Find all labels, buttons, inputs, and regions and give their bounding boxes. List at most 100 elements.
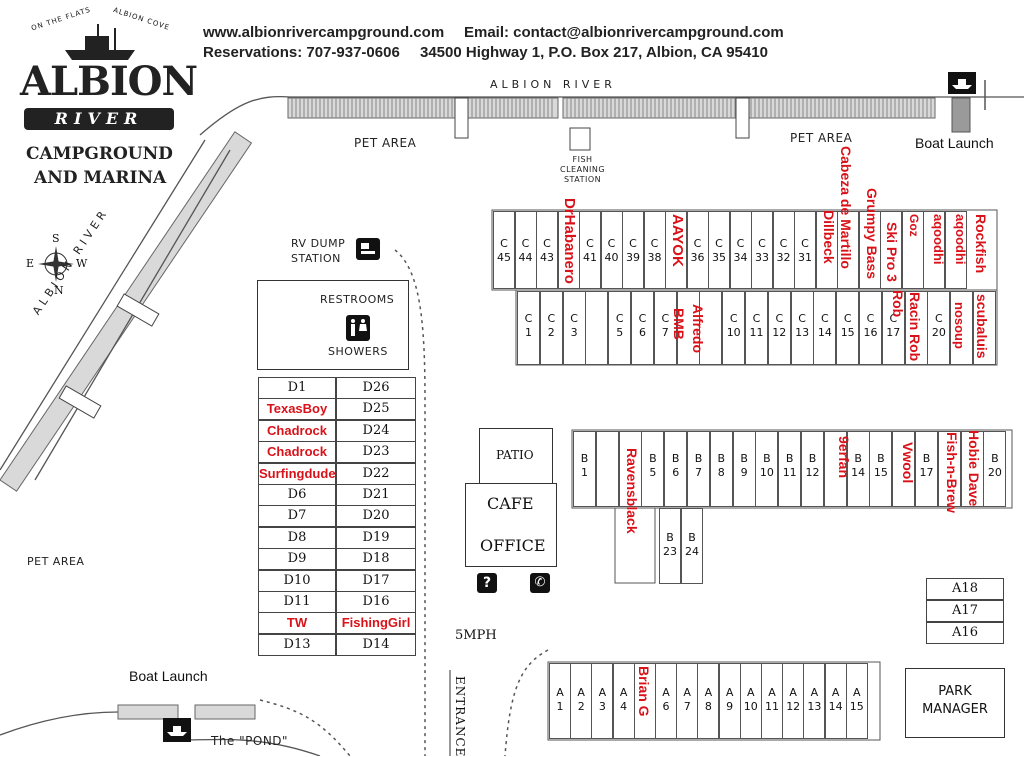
site-c-bottom[interactable]: C 3 [562, 291, 586, 365]
site-c-bottom[interactable] [585, 291, 609, 365]
site-a[interactable]: A 12 [782, 663, 805, 739]
site-a[interactable]: A 1 [549, 663, 571, 739]
site-d-right[interactable]: D25 [336, 398, 416, 421]
camper-name[interactable]: nosoup [952, 302, 967, 349]
site-d-right[interactable]: D21 [336, 484, 416, 506]
site-a[interactable]: A 10 [739, 663, 762, 739]
camper-name[interactable]: scubaluis [974, 294, 990, 359]
camper-name[interactable]: Grumpy Bass [864, 188, 880, 280]
site-b[interactable]: B 7 [687, 431, 710, 507]
camper-name[interactable]: Racin Rob [907, 292, 923, 362]
site-b[interactable]: B 9 [732, 431, 756, 507]
site-d-left[interactable]: Surfingdude [258, 462, 336, 485]
site-a-upper[interactable]: A16 [926, 622, 1004, 644]
site-a-upper[interactable]: A17 [926, 600, 1004, 622]
site-d-left[interactable]: D7 [258, 505, 336, 528]
camper-name[interactable]: Dillbeck [821, 210, 837, 264]
site-c-bottom[interactable] [950, 291, 974, 365]
camper-name[interactable]: aqoodhi [953, 214, 968, 265]
site-a[interactable]: A 7 [676, 663, 699, 739]
site-c-top[interactable]: C 31 [794, 211, 816, 289]
site-d-right[interactable]: D18 [336, 548, 416, 571]
site-c-top[interactable] [944, 211, 967, 289]
site-d-right[interactable]: D23 [336, 441, 416, 464]
site-b-lower[interactable]: B 24 [681, 508, 703, 584]
site-c-top[interactable]: C 32 [772, 211, 795, 289]
site-c-top[interactable]: C 39 [622, 211, 644, 289]
site-b[interactable]: B 5 [641, 431, 665, 507]
site-d-right[interactable]: D22 [336, 462, 416, 485]
camper-name[interactable]: Ravensblack [624, 448, 640, 534]
site-d-right[interactable]: D19 [336, 526, 416, 549]
site-b[interactable] [892, 431, 916, 507]
site-a[interactable]: A 14 [824, 663, 847, 739]
site-c-bottom[interactable]: C 10 [722, 291, 746, 365]
site-c-bottom[interactable]: C 6 [631, 291, 654, 365]
site-b[interactable] [823, 431, 847, 507]
camper-name[interactable]: Cabeza de Martillo [838, 146, 854, 269]
site-b[interactable]: B 1 [573, 431, 596, 507]
site-a[interactable]: A 11 [761, 663, 783, 739]
site-c-top[interactable]: C 44 [514, 211, 537, 289]
camper-name[interactable]: Rockfish [973, 214, 989, 274]
site-c-top[interactable]: C 34 [729, 211, 752, 289]
site-a[interactable]: A 2 [570, 663, 593, 739]
site-a[interactable]: A 8 [697, 663, 720, 739]
site-c-bottom[interactable] [676, 291, 700, 365]
camper-name[interactable]: Rob [890, 290, 906, 318]
site-c-bottom[interactable]: C 5 [608, 291, 632, 365]
site-b[interactable]: B 17 [915, 431, 938, 507]
site-b[interactable]: B 11 [778, 431, 802, 507]
site-a[interactable]: A 9 [718, 663, 741, 739]
site-c-bottom[interactable]: C 11 [745, 291, 768, 365]
site-a[interactable]: A 6 [655, 663, 677, 739]
site-d-right[interactable]: D20 [336, 505, 416, 528]
site-c-bottom[interactable] [699, 291, 723, 365]
site-c-bottom[interactable] [904, 291, 928, 365]
site-d-left[interactable]: D9 [258, 548, 336, 571]
site-b[interactable]: B 20 [983, 431, 1007, 507]
camper-name[interactable]: aqoodhi [931, 214, 946, 265]
camper-name[interactable]: Alfredo [690, 304, 706, 353]
site-b[interactable]: B 15 [869, 431, 893, 507]
camper-name[interactable]: AAYOK [669, 214, 686, 267]
site-c-top[interactable]: C 35 [708, 211, 730, 289]
site-b-lower[interactable]: B 23 [659, 508, 681, 584]
site-b[interactable]: B 10 [755, 431, 779, 507]
camper-name[interactable]: Goz [907, 214, 921, 237]
site-a[interactable]: A 3 [591, 663, 614, 739]
site-c-bottom[interactable] [973, 291, 996, 365]
camper-name[interactable]: Hobie Dave [966, 430, 982, 507]
site-a[interactable]: A 13 [803, 663, 826, 739]
site-d-right[interactable]: FishingGirl [336, 612, 416, 635]
camper-name[interactable]: Brian G [636, 666, 652, 717]
site-c-bottom[interactable]: C 2 [539, 291, 563, 365]
site-b[interactable]: B 12 [801, 431, 824, 507]
site-c-bottom[interactable]: C 7 [653, 291, 677, 365]
site-d-left[interactable]: D11 [258, 591, 336, 613]
site-c-bottom[interactable]: C 20 [927, 291, 951, 365]
site-d-left[interactable]: TW [258, 612, 336, 635]
camper-name[interactable]: BMB [671, 308, 687, 340]
camper-name[interactable]: 9erfan [836, 436, 852, 479]
site-d-left[interactable]: D10 [258, 569, 336, 592]
site-c-bottom[interactable]: C 1 [517, 291, 540, 365]
site-d-right[interactable]: D14 [336, 633, 416, 656]
site-d-left[interactable]: TexasBoy [258, 398, 336, 421]
site-b[interactable]: B 6 [664, 431, 688, 507]
site-d-right[interactable]: D17 [336, 569, 416, 592]
site-c-bottom[interactable]: C 15 [836, 291, 860, 365]
site-d-left[interactable]: D13 [258, 633, 336, 656]
site-a-upper[interactable]: A18 [926, 578, 1004, 600]
website-text[interactable]: www.albionrivercampground.com [203, 24, 445, 41]
site-d-left[interactable]: D1 [258, 377, 336, 399]
site-c-bottom[interactable]: C 16 [859, 291, 882, 365]
site-c-bottom[interactable]: C 12 [767, 291, 791, 365]
site-b[interactable]: B 14 [846, 431, 870, 507]
camper-name[interactable]: Vwool [900, 442, 916, 484]
camper-name[interactable]: DrHabanero [561, 198, 578, 284]
site-b[interactable]: B 8 [709, 431, 733, 507]
site-d-left[interactable]: D8 [258, 526, 336, 549]
site-d-right[interactable]: D16 [336, 591, 416, 613]
site-a[interactable]: A 4 [612, 663, 635, 739]
